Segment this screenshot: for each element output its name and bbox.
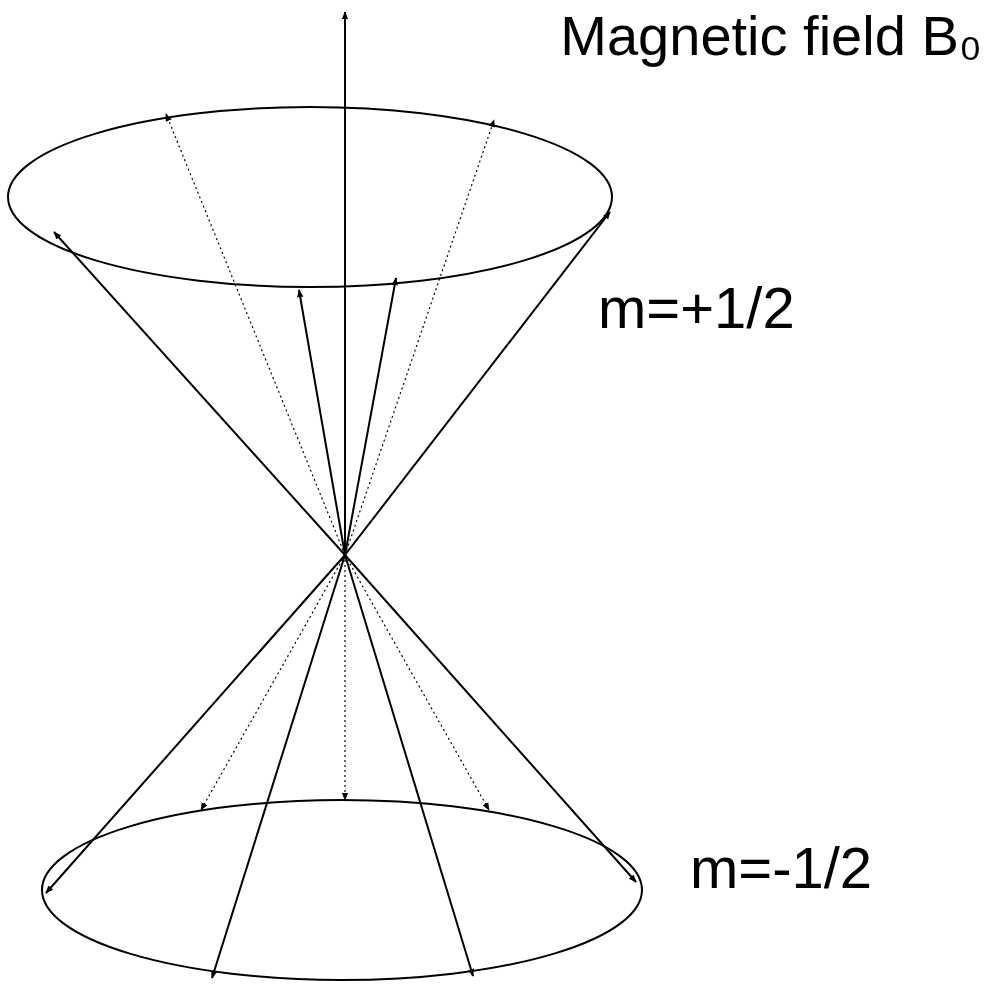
hidden-spin-vector (166, 114, 345, 555)
hidden-spin-vector (345, 555, 489, 810)
spin-vector (345, 212, 610, 555)
spin-vector (345, 278, 396, 555)
spin-vector (54, 232, 345, 555)
spin-vector (212, 555, 345, 978)
field-label: Magnetic field B₀ (560, 5, 982, 67)
hidden-spin-vector (345, 120, 494, 555)
lower-cone-rim (42, 800, 642, 980)
field-axis (344, 12, 346, 555)
upper-cone-rim (8, 107, 612, 287)
spin-vector (299, 290, 345, 555)
state-label: m=+1/2 (598, 276, 795, 340)
state-label: m=-1/2 (690, 836, 872, 900)
hidden-spin-vector (344, 555, 345, 800)
spin-vector (345, 555, 473, 976)
spin-vector (46, 555, 345, 893)
spin-vector (345, 555, 636, 882)
hidden-spin-vector (201, 555, 345, 810)
